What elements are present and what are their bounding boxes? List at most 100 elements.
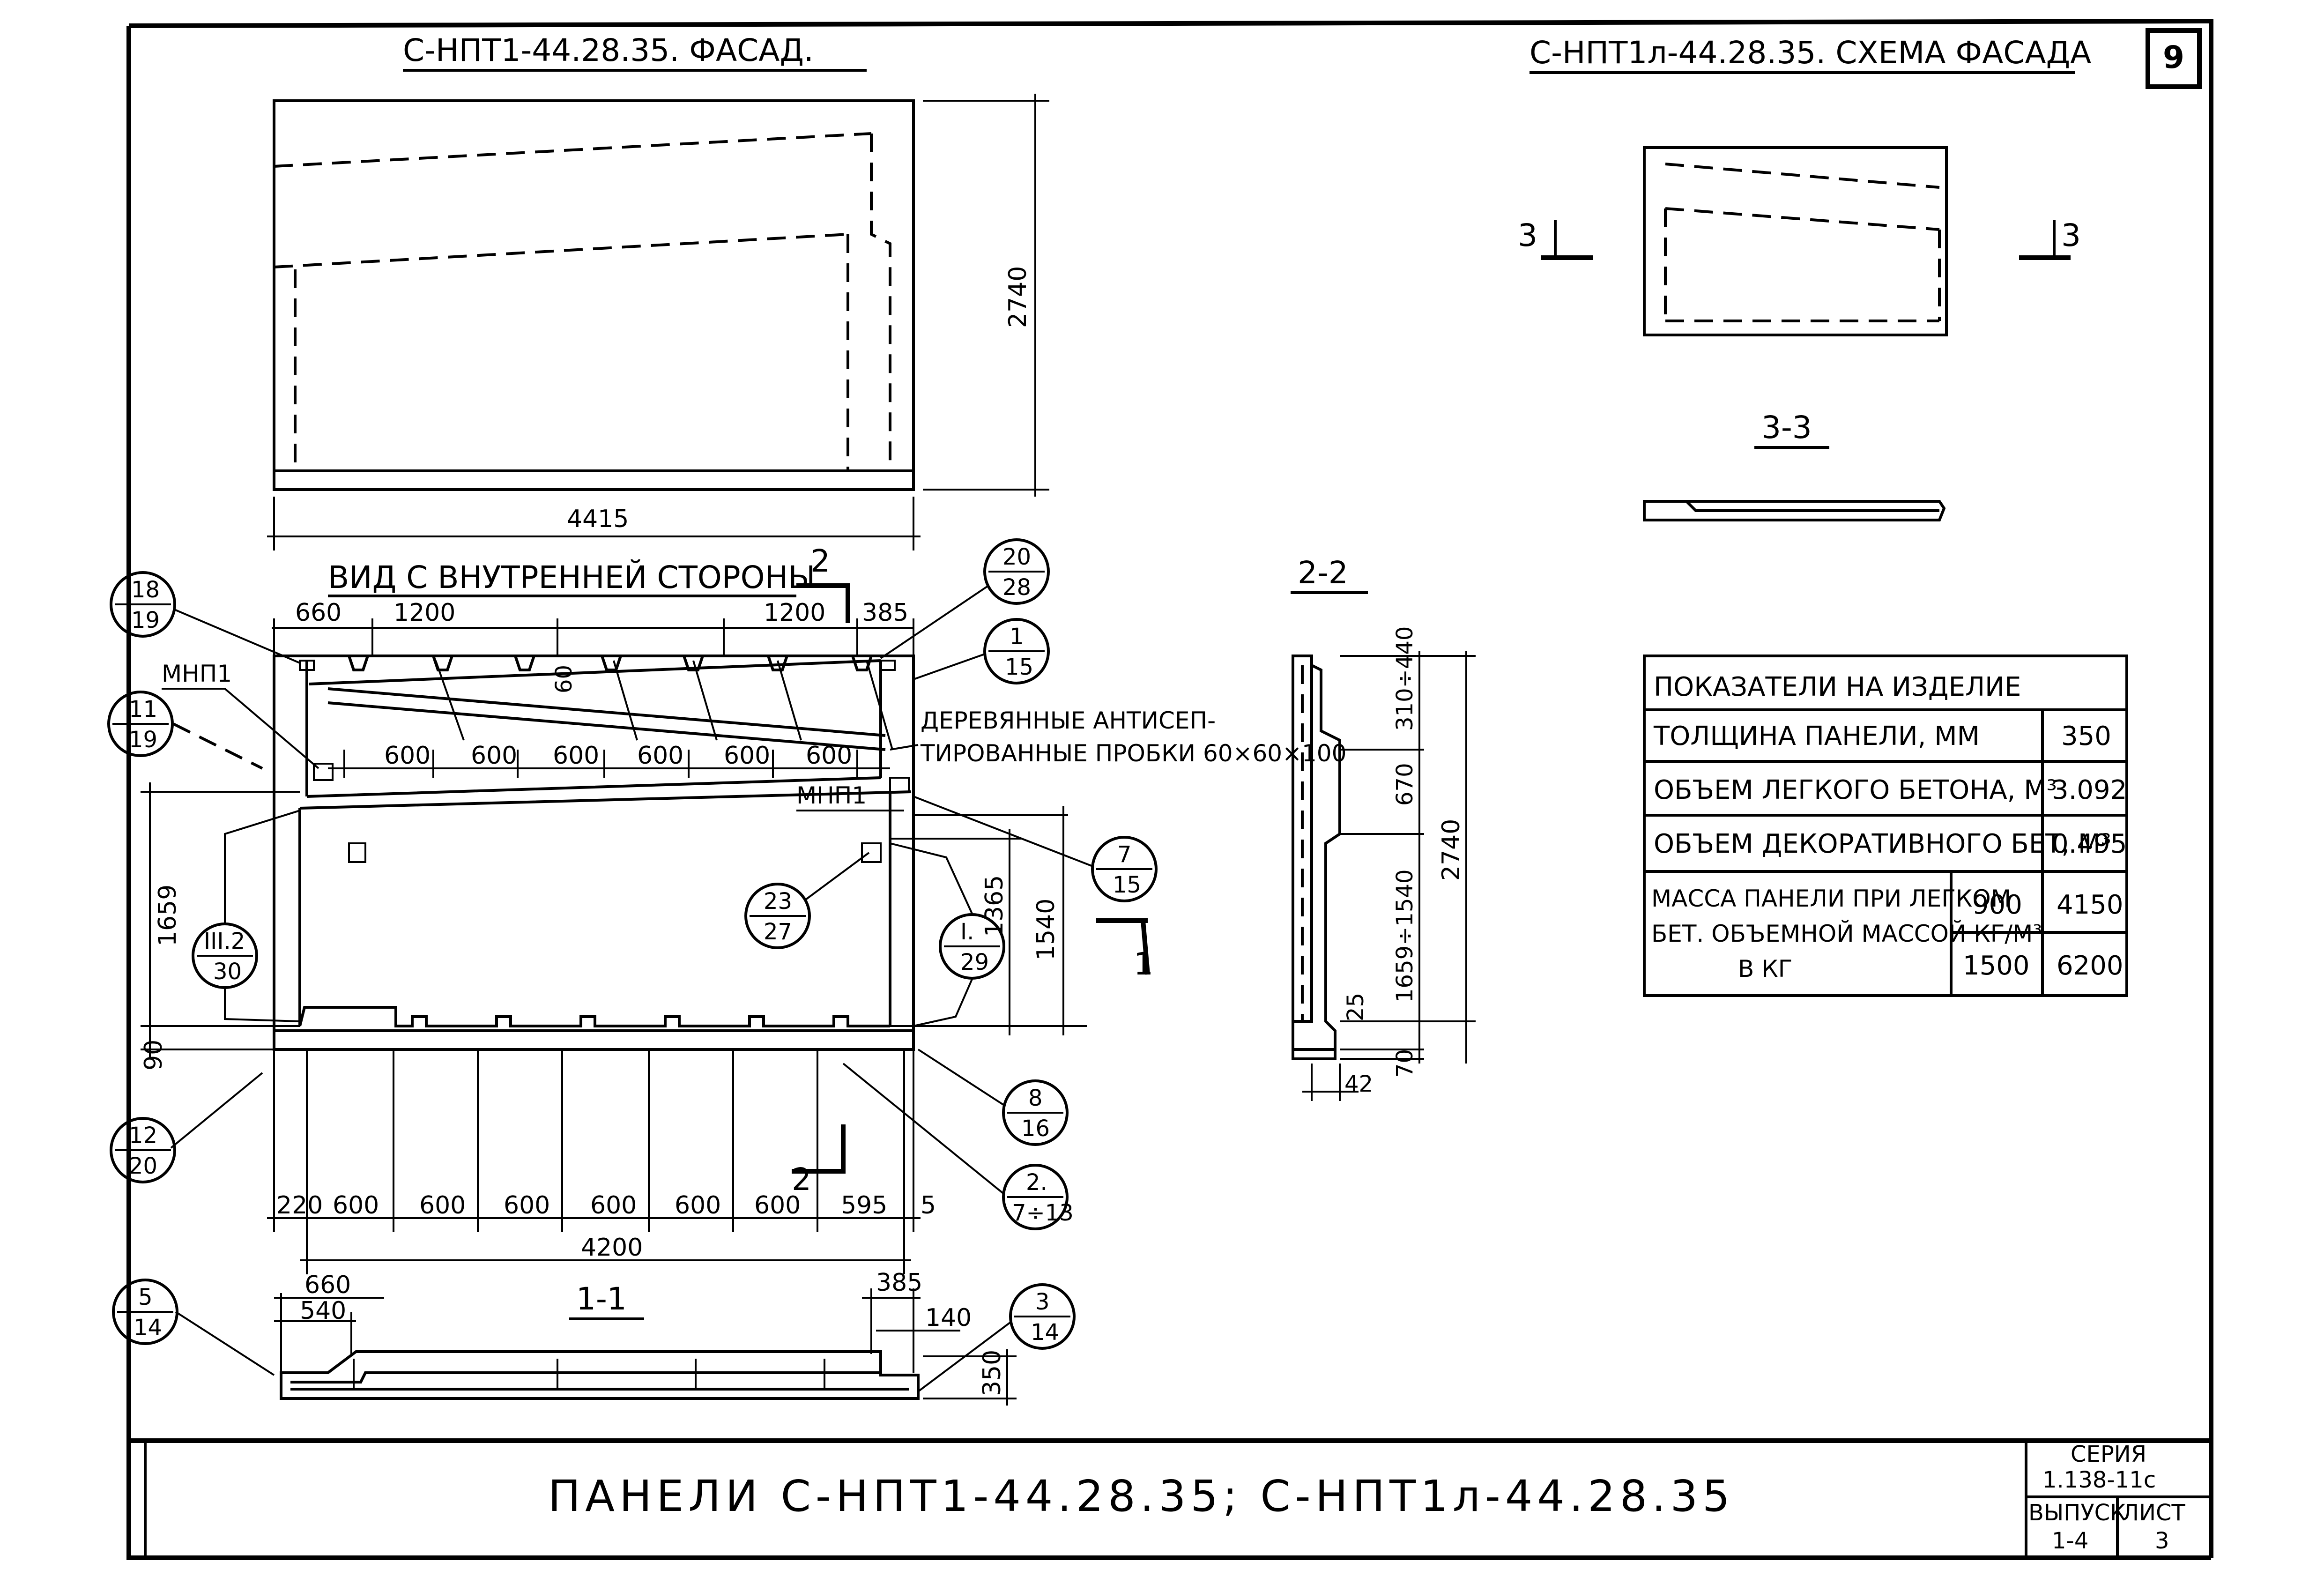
balloon-1-15: 1 15: [913, 618, 1050, 684]
facade-scheme-title: С-НПТ1л-44.28.35. СХЕМА ФАСАДА: [1530, 35, 2091, 71]
issue-label: ВЫПУСК: [2028, 1500, 2126, 1526]
series-label: СЕРИЯ: [2071, 1441, 2146, 1467]
sec22-dim-1659-1540: 1659÷1540: [1392, 869, 1418, 1003]
facade-scheme: С-НПТ1л-44.28.35. СХЕМА ФАСАДА 3 3 3-3: [1518, 35, 2091, 521]
sheet-frame: [126, 18, 2213, 1560]
balloon-3-14-top: 3: [1035, 1289, 1050, 1315]
indicators-table: ПОКАЗАТЕЛИ НА ИЗДЕЛИЕ ТОЛЩИНА ПАНЕЛИ, ММ…: [1643, 655, 2128, 997]
bottom-dim-600-5: 600: [675, 1191, 721, 1220]
top-dim-385: 385: [862, 599, 908, 627]
bottom-dim-600-1: 600: [333, 1191, 379, 1220]
sec22-dim-42: 42: [1344, 1071, 1373, 1097]
indicators-header: ПОКАЗАТЕЛИ НА ИЗДЕЛИЕ: [1654, 672, 2021, 702]
mass-label-line3: В КГ: [1738, 955, 1792, 982]
bottom-dim-5: 5: [921, 1191, 936, 1220]
plug-dim-1: 600: [384, 742, 431, 770]
scheme-cut-left: 3: [1518, 217, 1537, 253]
balloon-1-15-top: 1: [1010, 624, 1024, 650]
balloon-8-16: 8 16: [917, 1049, 1069, 1146]
inner-cut-mark-top: 2: [810, 543, 830, 579]
balloon-18-19: 18 19: [110, 571, 300, 664]
mass-label-line1: МАССА ПАНЕЛИ ПРИ ЛЕГКОМ: [1651, 885, 2011, 912]
sec11-dim-540: 540: [300, 1297, 346, 1325]
sheet-number-box: 9: [2146, 28, 2202, 89]
thickness-value: 350: [2061, 721, 2111, 751]
facade-width-dim: 4415: [567, 505, 629, 533]
light-concrete-value: 3.092: [2052, 775, 2127, 805]
series-value: 1.138-11с: [2042, 1467, 2156, 1493]
balloon-3-14: 3 14: [917, 1283, 1076, 1392]
mass-900: 4150: [2057, 890, 2124, 920]
balloon-5-14-top: 5: [138, 1284, 153, 1310]
bottom-dim-600-4: 600: [590, 1191, 637, 1220]
wood-plugs-note-line1: ДЕРЕВЯННЫЕ АНТИСЕП-: [921, 707, 1216, 734]
plug-dim-2: 600: [471, 742, 517, 770]
bottom-dim-595: 595: [841, 1191, 887, 1220]
density-900: 900: [1972, 890, 2022, 920]
wood-plugs-note-line2: ТИРОВАННЫЕ ПРОБКИ 60×60×100: [920, 740, 1346, 767]
inner-view-title: ВИД С ВНУТРЕННЕЙ СТОРОНЫ: [328, 559, 815, 595]
section-2-2: 2-2 310÷440 670 1659÷1540 25 70 42 2740: [1291, 555, 1476, 1101]
section-1-1: 1-1 660 540 385 140 350: [274, 1269, 1017, 1406]
title-block: ПАНЕЛИ С-НПТ1-44.28.35; С-НПТ1л-44.28.35…: [548, 1441, 2211, 1558]
balloon-23-27-bottom: 27: [764, 919, 792, 945]
dim-right-1540: 1540: [1032, 899, 1060, 960]
balloon-I-29-top: I.: [960, 919, 974, 945]
balloon-23-27: 23 27: [744, 852, 870, 949]
plug-dim-3: 600: [553, 742, 599, 770]
balloon-23-27-top: 23: [764, 888, 792, 915]
mass-1500: 6200: [2057, 951, 2124, 981]
balloon-5-14-bottom: 14: [134, 1315, 162, 1341]
balloon-2-7-13-top: 2.: [1026, 1169, 1047, 1196]
thickness-label: ТОЛЩИНА ПАНЕЛИ, ММ: [1653, 721, 1980, 751]
balloon-III2-30: III.2 30: [192, 810, 300, 1022]
inner-cut-mark-right: 1: [1134, 946, 1153, 982]
bottom-dim-220: 220: [276, 1191, 323, 1220]
decor-concrete-label: ОБЪЕМ ДЕКОРАТИВНОГО БЕТ, М³: [1654, 829, 2111, 859]
balloon-5-14: 5 14: [112, 1279, 275, 1376]
balloon-20-28-bottom: 28: [1002, 574, 1031, 601]
sec11-dim-660: 660: [304, 1271, 351, 1299]
balloon-11-19-bottom: 19: [129, 727, 157, 753]
dim-right-1365: 1365: [980, 875, 1009, 937]
sec22-dim-25: 25: [1343, 993, 1369, 1021]
balloon-8-16-top: 8: [1028, 1085, 1043, 1111]
decor-concrete-value: 0.495: [2052, 829, 2127, 859]
scheme-cut-right: 3: [2061, 217, 2081, 253]
balloon-20-28-top: 20: [1002, 544, 1031, 570]
sec22-total-2740: 2740: [1437, 819, 1465, 881]
balloon-2-7-13: 2. 7÷13: [842, 1063, 1074, 1230]
bottom-dim-600-3: 600: [504, 1191, 550, 1220]
inner-cut-mark-bottom: 2: [792, 1161, 811, 1198]
bottom-total-4200: 4200: [581, 1234, 643, 1262]
dim-60: 60: [551, 665, 577, 693]
balloon-III2-30-bottom: 30: [213, 959, 242, 985]
balloon-18-19-bottom: 19: [131, 607, 160, 633]
section-3-3-title: 3-3: [1761, 409, 1812, 446]
top-dim-660: 660: [295, 599, 342, 627]
mnp-left-label: МНП1: [162, 660, 232, 687]
plug-dim-5: 600: [724, 742, 770, 770]
balloon-7-15: 7 15: [913, 796, 1158, 902]
sec22-dim-310-440: 310÷440: [1392, 626, 1418, 731]
dim-left-90: 90: [140, 1040, 168, 1071]
sec11-dim-385: 385: [876, 1269, 922, 1297]
sheet-label: ЛИСТ: [2122, 1500, 2186, 1526]
density-1500: 1500: [1963, 951, 2030, 981]
plug-dim-4: 600: [637, 742, 683, 770]
balloon-11-19-top: 11: [129, 696, 157, 722]
plug-dim-6: 600: [806, 742, 852, 770]
mass-label-line2: БЕТ. ОБЪЕМНОЙ МАССОЙ КГ/М³: [1651, 920, 2042, 947]
title-block-title: ПАНЕЛИ С-НПТ1-44.28.35; С-НПТ1л-44.28.35: [548, 1471, 1735, 1521]
balloon-I-29-bottom: 29: [960, 949, 989, 975]
balloon-12-20-top: 12: [129, 1123, 157, 1149]
balloon-1-15-bottom: 15: [1005, 654, 1033, 680]
section-2-2-title: 2-2: [1298, 555, 1348, 591]
facade-view: С-НПТ1-44.28.35. ФАСАД. 2740 4415: [267, 32, 1049, 550]
balloon-2-7-13-bottom: 7÷13: [1012, 1200, 1074, 1226]
balloon-20-28: 20 28: [880, 538, 1050, 659]
balloon-I-29: I. 29: [890, 842, 1005, 1027]
bottom-dim-600-6: 600: [754, 1191, 801, 1220]
sec11-dim-350: 350: [978, 1350, 1006, 1396]
